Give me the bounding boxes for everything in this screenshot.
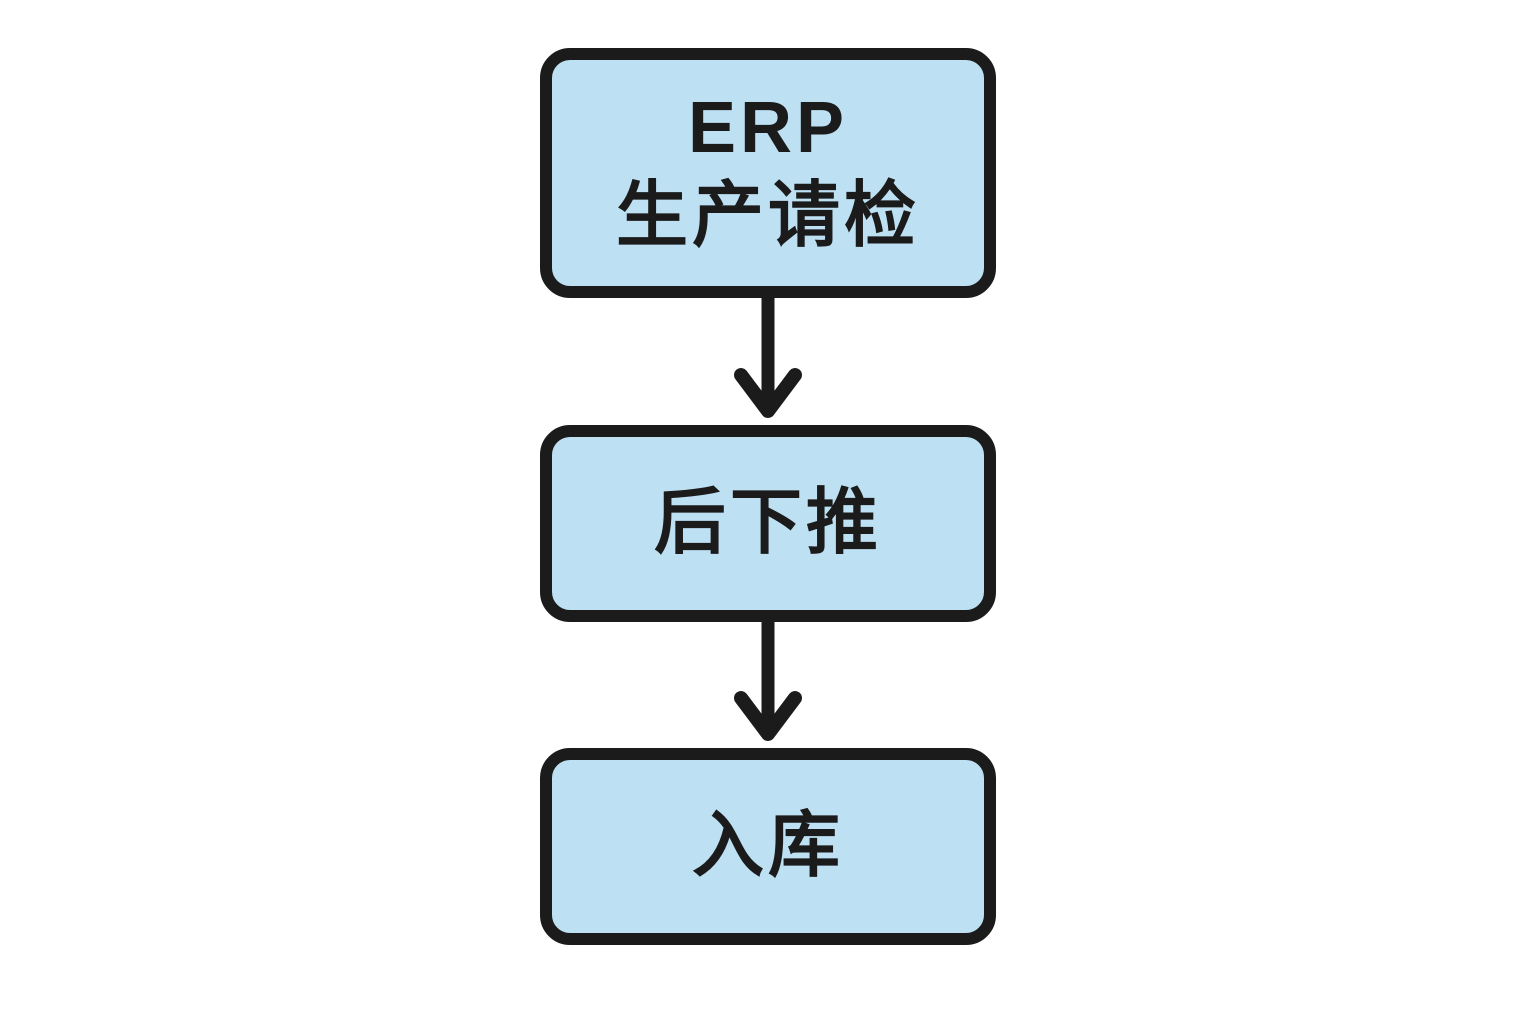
flow-node-push-down-after: 后下推 bbox=[540, 425, 996, 622]
node-label-line: ERP bbox=[687, 88, 849, 169]
node-label-line: 后下推 bbox=[653, 482, 882, 563]
flow-node-warehouse-entry: 入库 bbox=[540, 748, 996, 945]
arrow-down-icon bbox=[734, 622, 802, 741]
node-label-line: 生产请检 bbox=[615, 176, 920, 256]
flowchart-column: ERP 生产请检 后下推 入库 bbox=[540, 48, 996, 945]
arrow-down-icon bbox=[734, 298, 802, 418]
node-label-line: 入库 bbox=[691, 805, 844, 886]
flow-node-erp-production-inspection-request: ERP 生产请检 bbox=[540, 48, 996, 298]
